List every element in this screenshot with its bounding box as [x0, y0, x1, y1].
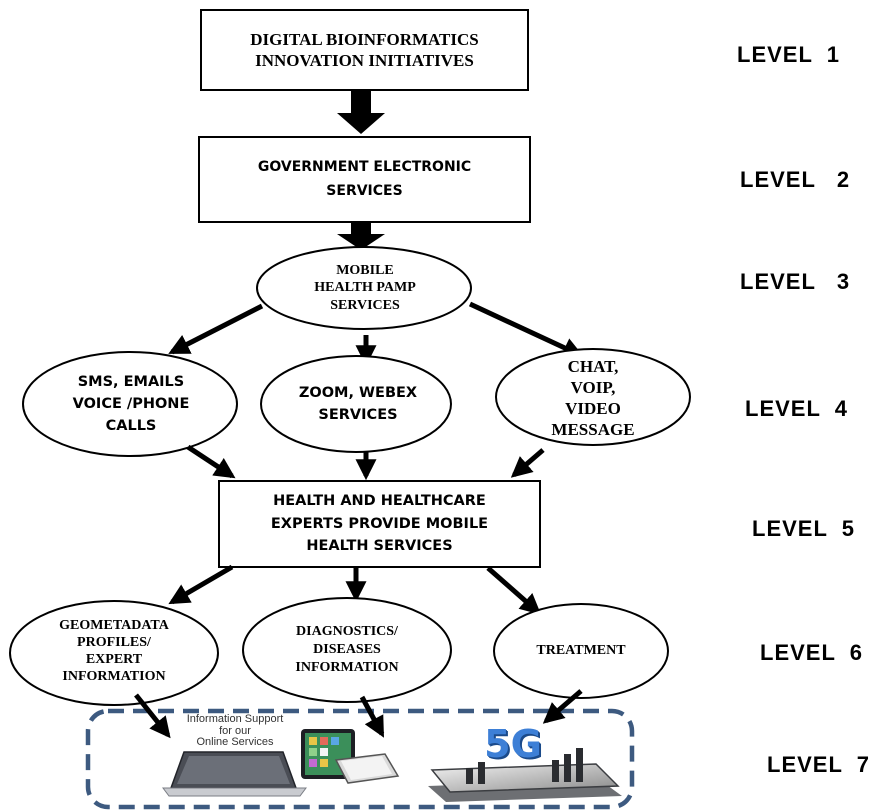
level3-ellipse [256, 246, 472, 330]
level6-treatment-label: TREATMENT [536, 643, 626, 659]
level1-label: DIGITAL BIOINFORMATICS INNOVATION INITIA… [250, 29, 479, 70]
arrow-l3-l4c [468, 301, 584, 358]
level4-zoom-label: ZOOM, WEBEX SERVICES [298, 385, 418, 423]
5g-phone-image [428, 748, 622, 802]
level-6-label: LEVEL 6 [760, 640, 863, 665]
level5-box [218, 480, 541, 568]
level2-box [198, 136, 531, 223]
arrow-l5-l6c [486, 566, 542, 615]
level3-label: MOBILE HEALTH PAMP SERVICES [314, 262, 416, 313]
5g-badge: 5G [484, 722, 542, 766]
level2-label: GOVERNMENT ELECTRONIC SERVICES [257, 158, 472, 199]
level6-ellipse-geometadata [9, 600, 219, 706]
arrow-l1-l2 [337, 91, 385, 134]
level-3-label: LEVEL 3 [740, 269, 851, 294]
laptop-image [162, 751, 307, 797]
level6-geometadata-label: GEOMETADATA PROFILES/ EXPERT INFORMATION [59, 618, 169, 684]
level-4-label: LEVEL 4 [745, 396, 848, 421]
level4-ellipse-sms [22, 351, 238, 457]
level-1-label: LEVEL 1 [737, 42, 840, 67]
arrow-l5-l6a [168, 564, 234, 605]
level1-box [200, 9, 529, 91]
info-support-caption: Information Support for our Online Servi… [186, 713, 284, 749]
arrow-l4c-l5 [510, 448, 545, 478]
arrow-l3-l4a [168, 303, 264, 355]
level6-diagnostics-label: DIAGNOSTICS/ DISEASES INFORMATION [295, 623, 399, 676]
arrow-l2-l3 [337, 223, 385, 250]
arrow-l4a-l5 [186, 444, 236, 479]
level4-sms-label: SMS, EMAILS VOICE /PHONE CALLS [72, 374, 190, 434]
smartphone-image [334, 753, 400, 784]
level4-ellipse-chat [495, 348, 691, 446]
level4-chat-label: CHAT, VOIP, VIDEO MESSAGE [551, 356, 635, 440]
level6-ellipse-diagnostics [242, 597, 452, 703]
level-7-label: LEVEL 7 [767, 752, 870, 777]
level5-label: HEALTH AND HEALTHCARE EXPERTS PROVIDE MO… [270, 493, 489, 555]
level-5-label: LEVEL 5 [752, 516, 855, 541]
level-2-label: LEVEL 2 [740, 167, 851, 192]
level4-ellipse-zoom [260, 355, 452, 453]
